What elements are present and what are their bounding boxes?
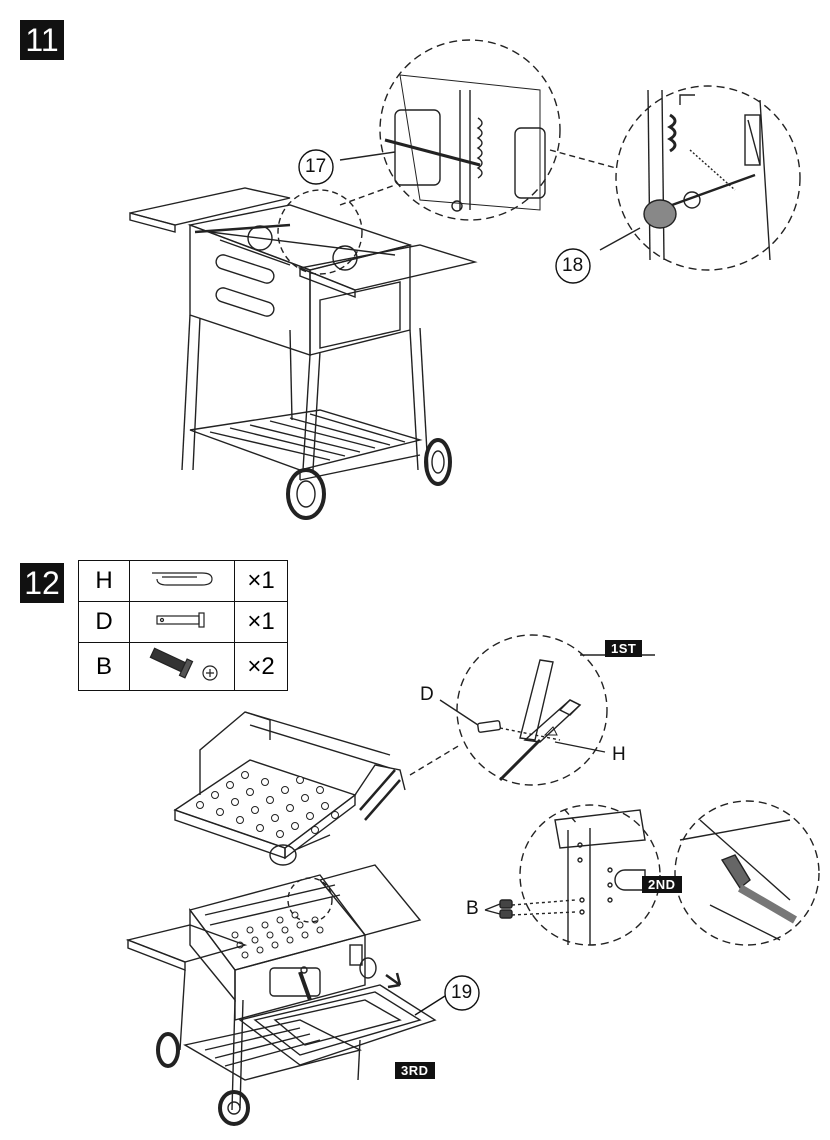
tag-1st: 1ST bbox=[605, 640, 642, 657]
parts-row: B ×2 bbox=[79, 643, 288, 691]
detail-bracket-closeup bbox=[675, 801, 819, 945]
charcoal-tray-drawing bbox=[175, 712, 460, 865]
label-h: H bbox=[612, 744, 626, 766]
parts-row: H ×1 bbox=[79, 561, 288, 602]
part-qty: ×1 bbox=[235, 561, 288, 602]
part-qty: ×2 bbox=[235, 643, 288, 691]
label-d: D bbox=[420, 684, 434, 706]
detail-2nd-bolt-bracket bbox=[485, 805, 660, 945]
bolt-icon bbox=[130, 643, 235, 691]
part-letter: H bbox=[79, 561, 130, 602]
callout-18: 18 bbox=[562, 255, 583, 277]
tag-2nd: 2ND bbox=[642, 876, 682, 893]
grill-cart-drawing-step11 bbox=[130, 185, 475, 518]
detail-zoom-handle-18 bbox=[550, 86, 800, 270]
parts-row: D ×1 bbox=[79, 602, 288, 643]
callout-17: 17 bbox=[305, 156, 326, 178]
parts-table: H ×1 D ×1 B bbox=[78, 560, 288, 691]
callout-19: 19 bbox=[451, 982, 472, 1004]
hitch-pin-clip-icon bbox=[130, 561, 235, 602]
label-b: B bbox=[466, 898, 479, 920]
part-letter: B bbox=[79, 643, 130, 691]
part-qty: ×1 bbox=[235, 602, 288, 643]
grill-cart-drawing-step12 bbox=[128, 865, 435, 1124]
tag-3rd: 3RD bbox=[395, 1062, 435, 1079]
part-letter: D bbox=[79, 602, 130, 643]
clevis-pin-icon bbox=[130, 602, 235, 643]
